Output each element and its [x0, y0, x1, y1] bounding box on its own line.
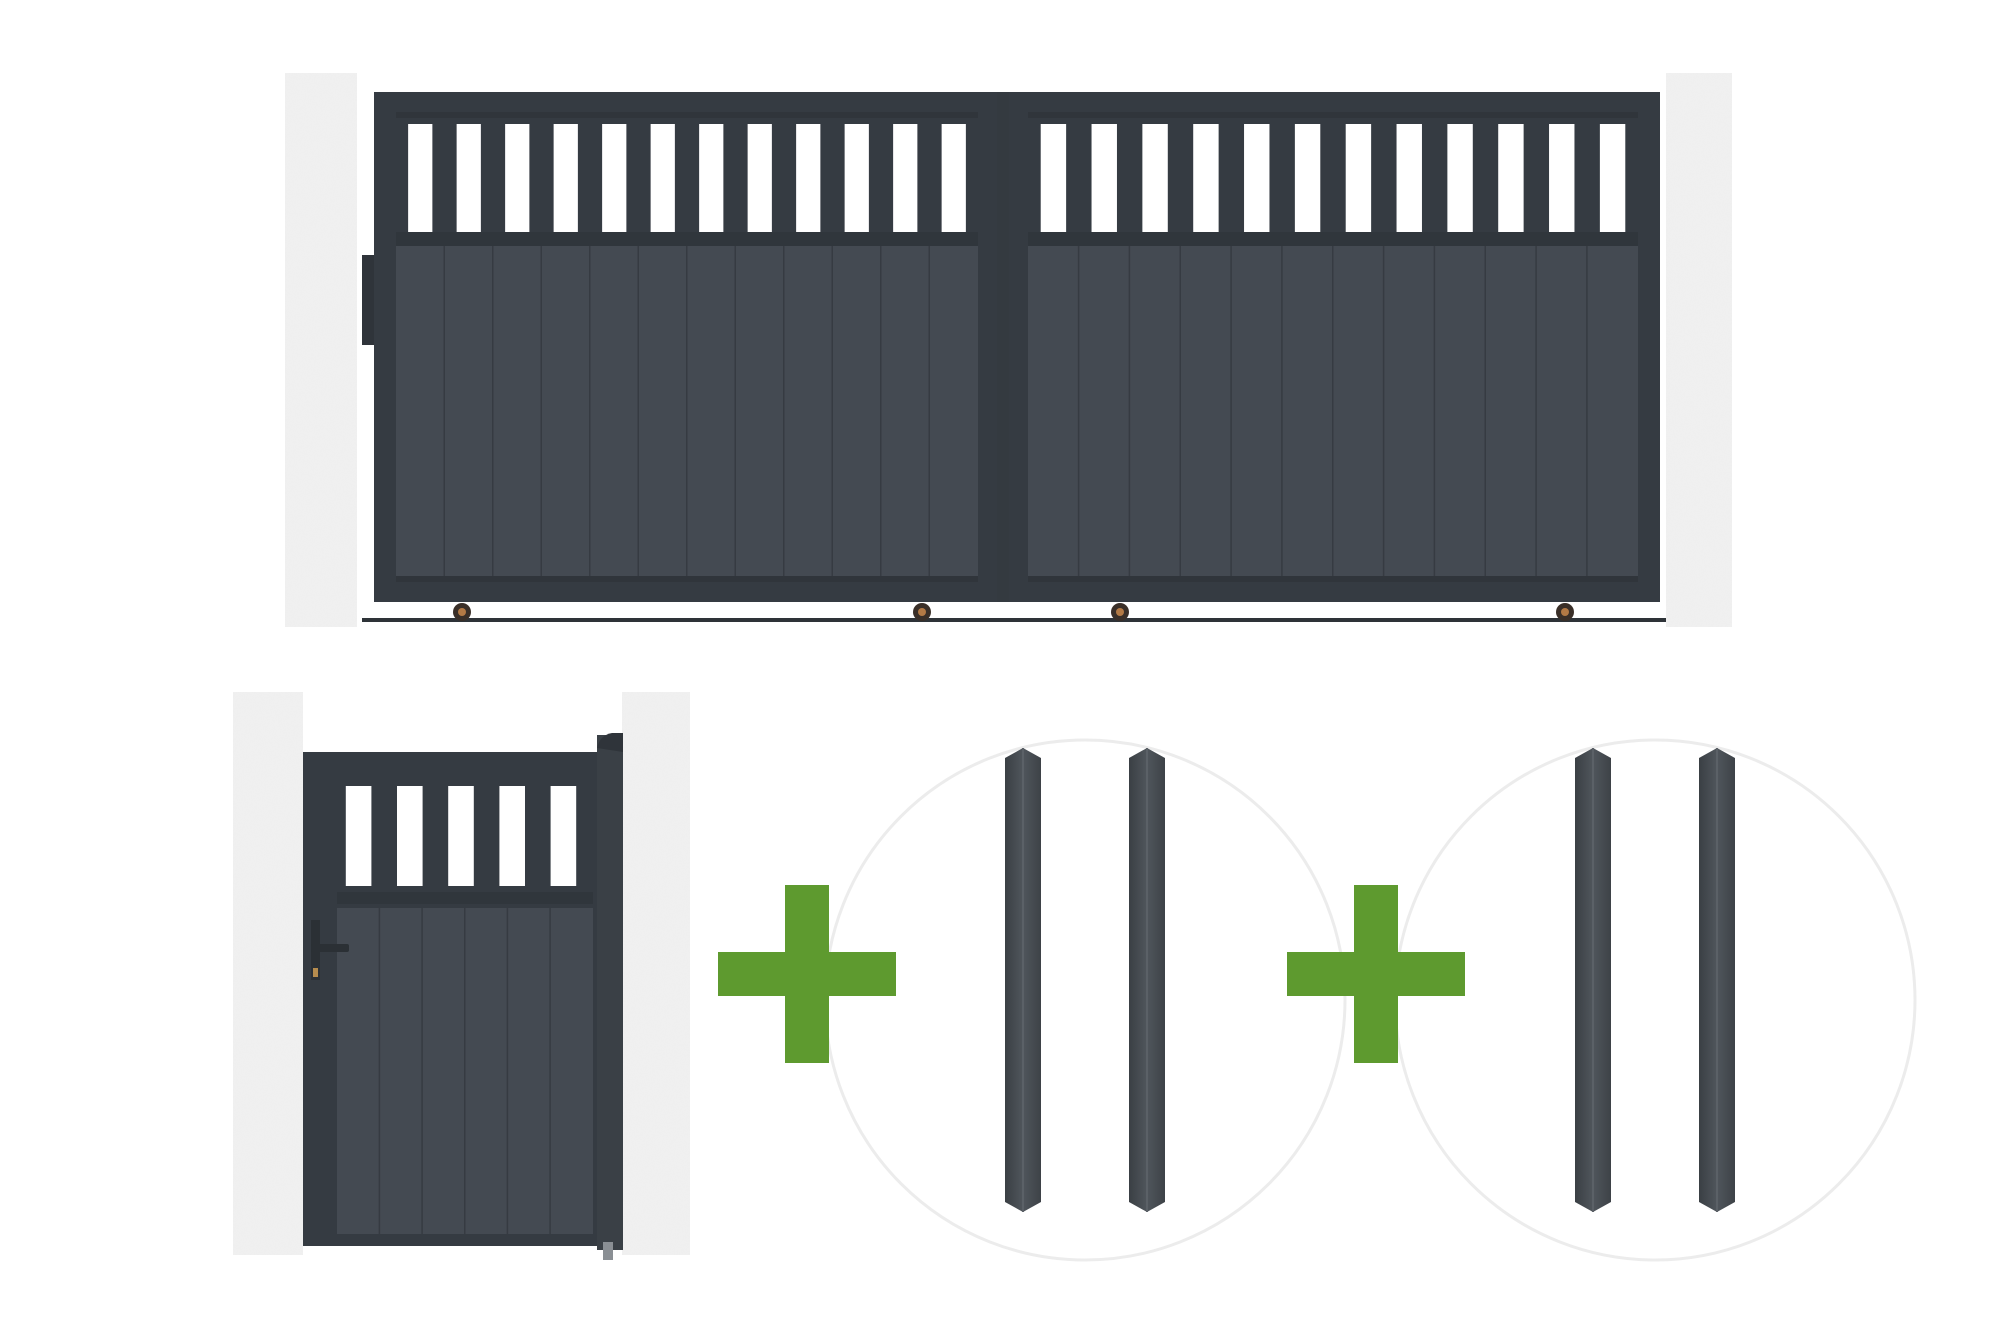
board-seam	[378, 908, 381, 1234]
board-seam	[506, 908, 509, 1234]
sliding-gate	[285, 73, 1732, 627]
board-seam	[928, 246, 930, 576]
add-on-group	[1287, 738, 1917, 1262]
gate-leaf-right	[1006, 92, 1660, 602]
top-rail	[1028, 112, 1638, 118]
mid-rail	[396, 232, 978, 246]
board-seam	[783, 246, 785, 576]
slat-opening	[1193, 124, 1219, 232]
sliding-gate-leaves	[374, 92, 1660, 602]
center-stile	[997, 92, 1009, 602]
right-pillar-small	[622, 692, 690, 1255]
board-seam	[734, 246, 736, 576]
hinge-post	[597, 735, 623, 1250]
slat-opening	[699, 124, 724, 232]
roller-wheel	[1556, 603, 1574, 621]
add-ons	[718, 738, 1917, 1262]
latch-post	[362, 255, 374, 345]
slat-opening	[408, 124, 433, 232]
slat-opening	[397, 786, 423, 886]
post	[1129, 748, 1165, 1212]
roller-wheel	[453, 603, 471, 621]
top-rail	[396, 112, 978, 118]
plus-icon	[718, 885, 896, 1063]
ground-rail	[362, 618, 1666, 622]
slat-opening	[1498, 124, 1524, 232]
slat-opening	[1447, 124, 1473, 232]
slat-opening	[553, 124, 578, 232]
slat-opening	[1599, 124, 1626, 232]
ground-stop	[603, 1242, 613, 1260]
slat-opening	[602, 124, 627, 232]
board-seam	[1484, 246, 1486, 576]
right-pillar	[1666, 73, 1732, 627]
bottom-rail	[1028, 576, 1638, 582]
board-seam	[464, 908, 466, 1234]
board-seam	[1433, 246, 1436, 576]
plus-icon	[1287, 885, 1465, 1063]
slat-opening	[505, 124, 530, 232]
slat-opening	[1091, 124, 1117, 232]
post-circle	[1393, 738, 1917, 1262]
board-seam	[589, 246, 591, 576]
left-pillar	[285, 73, 357, 627]
rollers	[453, 603, 1574, 621]
board-seam	[1230, 246, 1232, 576]
mid-rail	[337, 892, 593, 904]
board-seam	[421, 908, 423, 1234]
board-seam	[492, 246, 494, 576]
post	[1699, 748, 1735, 1212]
left-pillar-small	[233, 692, 303, 1255]
board-seam	[443, 246, 445, 576]
board-seam	[880, 246, 882, 576]
board-seam	[637, 246, 639, 576]
slat-opening	[1549, 124, 1575, 232]
board-seam	[1586, 246, 1588, 576]
board-seam	[1281, 246, 1283, 576]
slat-opening	[1294, 124, 1321, 232]
slat-opening	[1142, 124, 1168, 232]
slat-opening	[747, 124, 772, 232]
slat-opening	[796, 124, 821, 232]
post-cap	[597, 733, 623, 752]
slat-opening	[550, 786, 577, 886]
board-seam	[1179, 246, 1181, 576]
add-on-group	[718, 738, 1347, 1262]
slat-opening	[1244, 124, 1270, 232]
board-seam	[549, 908, 551, 1234]
board-seam	[1535, 246, 1537, 576]
board-seam	[1382, 246, 1385, 576]
slat-opening	[893, 124, 918, 232]
board-seam	[540, 246, 542, 576]
bottom-rail	[396, 576, 978, 582]
slat-opening	[650, 124, 675, 232]
slat-opening	[1345, 124, 1372, 232]
roller-wheel	[1111, 603, 1129, 621]
slat-opening	[456, 124, 481, 232]
post	[1575, 748, 1611, 1212]
board-seam	[1077, 246, 1080, 576]
pedestrian-gate-leaf	[303, 733, 623, 1260]
roller-wheel	[913, 603, 931, 621]
post-circle	[823, 738, 1347, 1262]
gate-leaf-left	[374, 92, 1000, 602]
pedestrian-gate	[233, 692, 690, 1260]
slat-opening	[448, 786, 474, 886]
slat-opening	[844, 124, 869, 232]
board-seam	[1332, 246, 1334, 576]
slat-opening	[345, 786, 372, 886]
board-seam	[831, 246, 833, 576]
post	[1005, 748, 1041, 1212]
handle-icon	[311, 920, 349, 980]
board-seam	[1128, 246, 1131, 576]
slat-opening	[499, 786, 525, 886]
slat-opening	[941, 124, 966, 232]
board-seam	[686, 246, 688, 576]
leaf-stile-left	[303, 752, 333, 1246]
slat-opening	[1396, 124, 1422, 232]
mid-rail	[1028, 232, 1638, 246]
slat-opening	[1040, 124, 1067, 232]
